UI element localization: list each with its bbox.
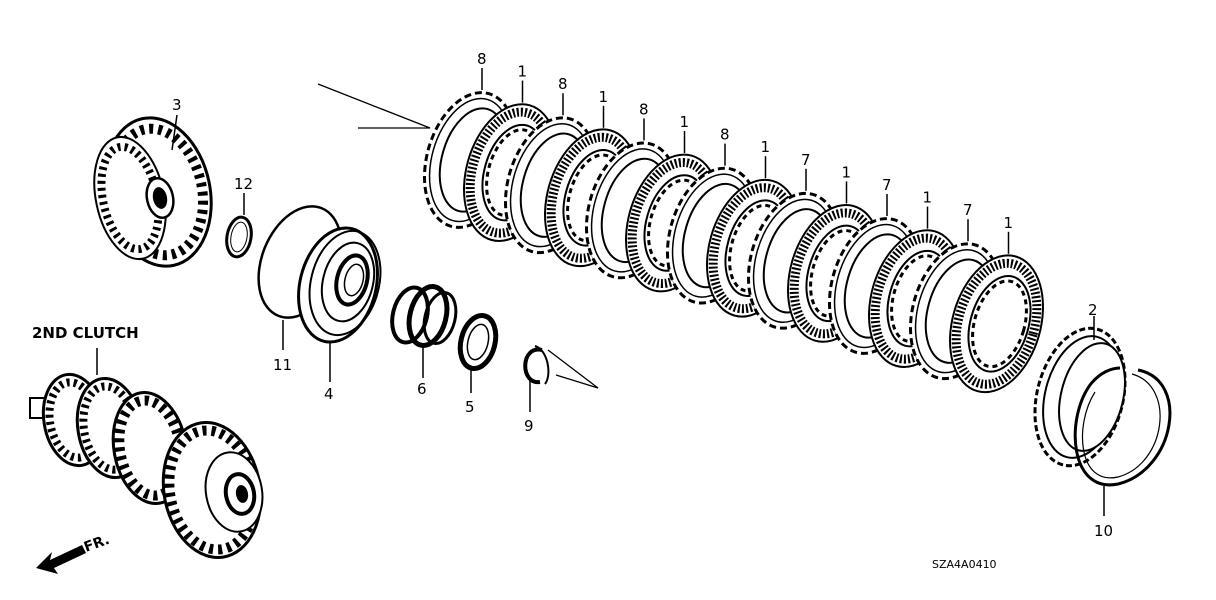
clutch-drum-part-3[interactable] [84,108,225,276]
callout-plate: 1 [923,189,933,207]
drawing-code: SZA4A0410 [932,558,997,571]
callout-plate: 1 [518,63,528,81]
snap-ring-part-10[interactable] [1073,366,1172,487]
snap-ring-part-12[interactable] [224,215,255,259]
callout-4: 4 [324,385,334,403]
front-direction-arrow: FR. [36,532,112,574]
assembly-pointer-top [317,83,431,129]
callout-plate: 1 [1004,214,1014,232]
callout-plate: 8 [639,100,649,118]
callout-12: 12 [234,175,253,193]
callout-plate: 7 [963,201,973,219]
callout-plate: 7 [801,151,811,169]
spring-seat-part-5[interactable] [455,312,501,373]
return-spring-part-6[interactable] [387,283,461,350]
leader-line-3 [171,114,178,151]
callout-10: 10 [1094,522,1113,540]
callout-plate: 1 [761,138,771,156]
clutch-plate-stack: 8 1 8 1 8 1 8 1 7 1 7 1 7 1 [423,50,1058,403]
clutch-piston-part-4[interactable] [287,220,391,351]
callout-plate: 7 [882,176,892,194]
assembly-pointer-9 [547,349,599,389]
friction-disc[interactable] [935,244,1058,403]
front-label: FR. [82,532,112,556]
callout-3: 3 [172,96,182,114]
end-plate-part-2[interactable] [1021,319,1138,476]
callout-plate: 1 [599,88,609,106]
section-title: 2ND CLUTCH [32,324,139,342]
callout-plate: 1 [680,113,690,131]
callout-5: 5 [465,398,475,416]
second-clutch-assembly[interactable] [29,369,271,565]
callout-plate: 8 [720,126,730,144]
callout-11: 11 [273,356,292,374]
callout-6: 6 [417,380,427,398]
callout-plate: 1 [842,163,852,181]
callout-plate: 8 [558,75,568,93]
snap-ring-part-9[interactable] [523,345,550,385]
callout-2: 2 [1088,301,1098,319]
callout-plate: 8 [477,50,487,68]
callout-9: 9 [524,417,534,435]
